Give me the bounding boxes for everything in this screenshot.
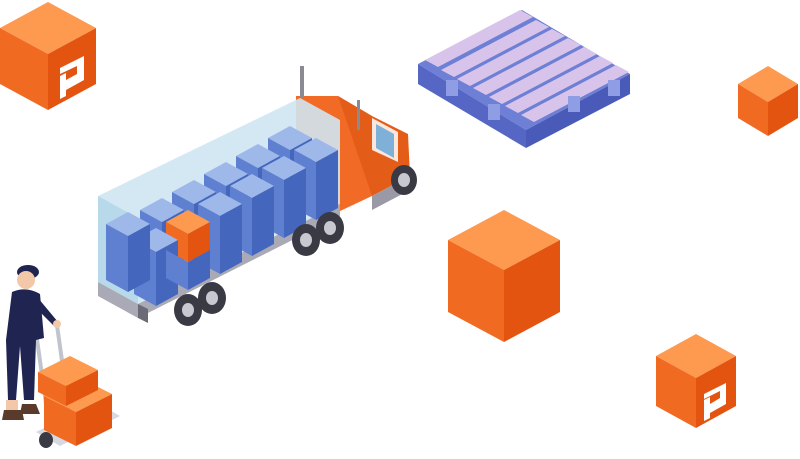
cargo-boxes — [106, 126, 338, 306]
worker-with-hand-truck — [2, 265, 120, 448]
brand-logo-icon — [60, 56, 84, 99]
truck — [98, 66, 417, 326]
hand-truck-boxes — [38, 356, 112, 446]
orange-box-logo-bottomright — [656, 334, 736, 428]
orange-box-large-center — [448, 210, 560, 342]
orange-box-small-right — [738, 66, 798, 136]
truck-wheels — [174, 165, 417, 326]
orange-box-logo-topleft — [0, 2, 96, 110]
pallet — [418, 10, 630, 148]
worker — [2, 265, 61, 420]
brand-logo-icon — [704, 383, 726, 421]
